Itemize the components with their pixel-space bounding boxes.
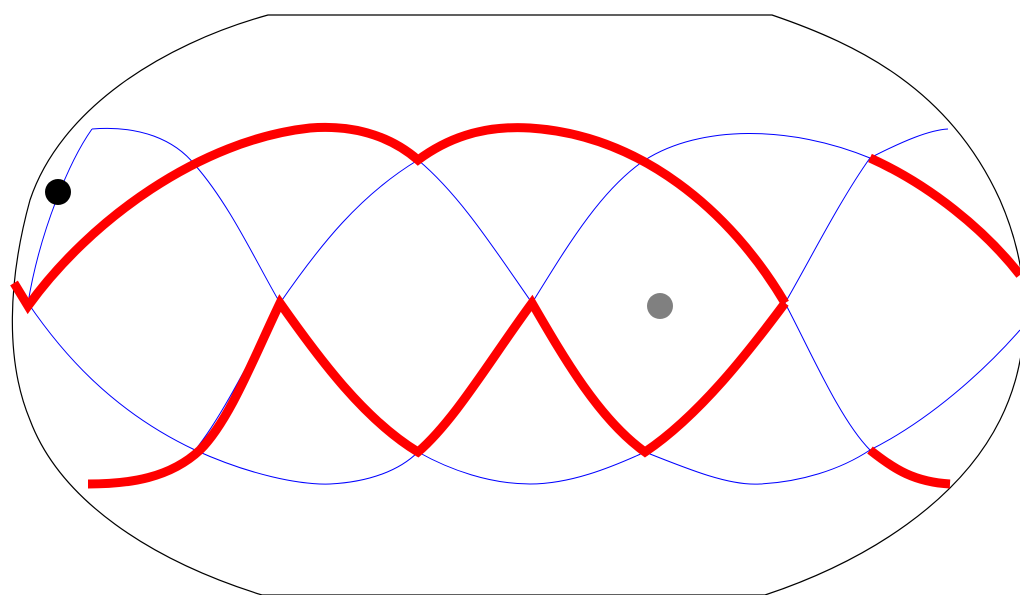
- blue-curve-diag-left: [784, 157, 871, 304]
- red-lower-zigzag: [87, 294, 789, 489]
- red-path: [10, 122, 1020, 489]
- red-upper-right-arc: [868, 153, 1020, 278]
- gray-marker: [647, 293, 673, 319]
- blue-curve-bottom-left: [27, 302, 419, 485]
- red-upper-arc: [10, 122, 789, 315]
- blue-curve-bottom-mid: [417, 451, 646, 485]
- black-marker: [45, 179, 71, 205]
- blue-curve-top-arc-right: [531, 128, 949, 304]
- boundary-outline: [11, 14, 1020, 595]
- blue-curve-bottom-right: [644, 329, 1020, 485]
- red-lower-right-arc: [867, 446, 951, 489]
